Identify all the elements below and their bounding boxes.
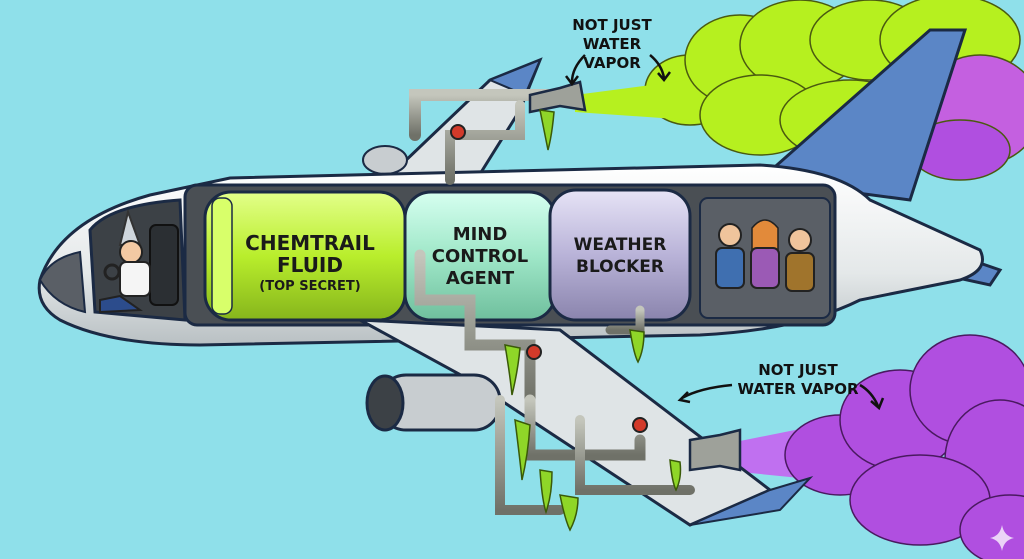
pipe-valve-icon [450, 124, 648, 433]
tank-chemtrail [203, 190, 407, 322]
sparkle-watermark-icon [990, 525, 1014, 551]
tank2-label-line2: CONTROL [432, 246, 529, 267]
tank1-label-line1: CHEMTRAIL [245, 231, 375, 255]
passengers-icon [699, 197, 831, 319]
lower-exhaust-nozzle [688, 428, 742, 472]
callout-bottom-line1: NOT JUST [758, 361, 838, 379]
tank2-label-line3: AGENT [446, 268, 515, 289]
nose-cone [38, 250, 87, 314]
callout-top-line2: WATER [583, 35, 642, 53]
callout-top-line3: VAPOR [583, 54, 641, 72]
purple-smoke-plume [720, 334, 1024, 559]
callout-top-line1: NOT JUST [572, 16, 652, 34]
green-slime-drips [504, 109, 682, 532]
curved-arrow-icon [565, 54, 885, 411]
lower-engine [365, 373, 502, 432]
tinfoil-hat-pilot-icon [99, 208, 179, 314]
upper-engine [362, 145, 408, 175]
tank2-label-line1: MIND [453, 224, 508, 245]
tank3-label-line2: BLOCKER [576, 257, 664, 277]
callout-bottom-line2: WATER VAPOR [737, 380, 859, 398]
tank3-label-line1: WEATHER [574, 235, 667, 255]
tank-weather-blocker [548, 188, 692, 322]
upper-exhaust-nozzle [528, 80, 587, 114]
tank1-label-line2: FLUID [277, 253, 343, 277]
tank1-sublabel: (TOP SECRET) [259, 279, 360, 294]
